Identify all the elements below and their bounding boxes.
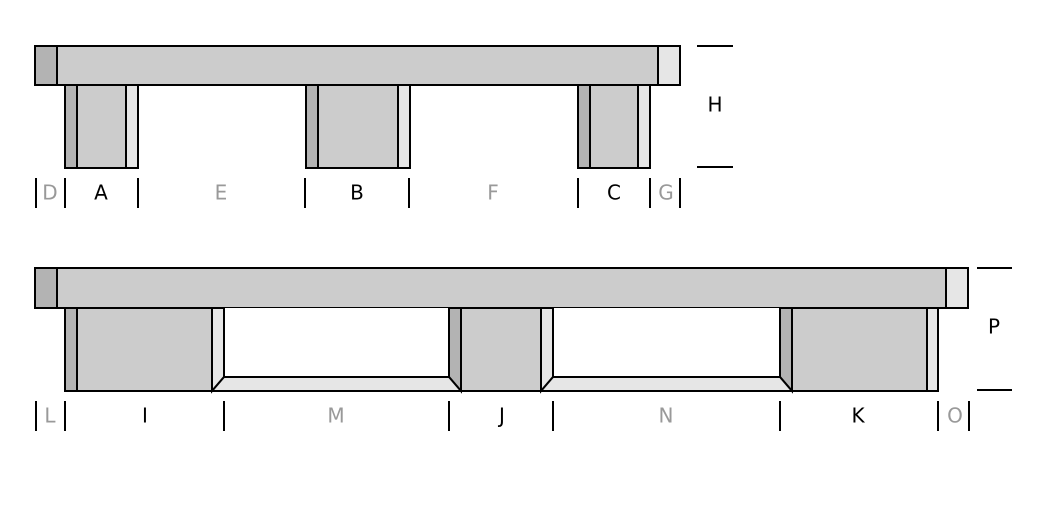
deck-end-left (34, 267, 58, 309)
label-a: A (94, 181, 108, 205)
block-a (64, 84, 139, 169)
label-o: O (947, 404, 963, 428)
dimension-ticks-side (35, 45, 733, 208)
label-n: N (659, 404, 674, 428)
label-c: C (607, 181, 621, 205)
label-k: K (851, 404, 865, 428)
block-c (577, 84, 651, 169)
label-h: H (707, 93, 722, 117)
label-f: F (487, 181, 499, 205)
dimension-ticks-end (35, 267, 1012, 431)
deck-end-left (34, 45, 58, 86)
block-b (305, 84, 411, 169)
label-e: E (215, 181, 228, 205)
block-i (64, 307, 213, 392)
opening-n (538, 307, 795, 394)
label-d: D (42, 181, 57, 205)
deck-end-right (945, 267, 969, 309)
block-j (460, 307, 542, 392)
label-l: L (44, 404, 56, 428)
top-deck (56, 267, 947, 309)
opening-m (209, 307, 464, 394)
label-g: G (658, 181, 674, 205)
label-i: I (142, 404, 148, 428)
label-b: B (350, 181, 364, 205)
deck-end-right (657, 45, 681, 86)
block-k (791, 307, 939, 392)
pallet-end-view: L I M J N K O P (34, 267, 1012, 431)
top-deck (56, 45, 659, 86)
pallet-side-view: D A E B F C G H (34, 45, 733, 208)
label-j: J (497, 404, 505, 428)
label-m: M (327, 404, 344, 428)
label-p: P (988, 315, 1000, 339)
